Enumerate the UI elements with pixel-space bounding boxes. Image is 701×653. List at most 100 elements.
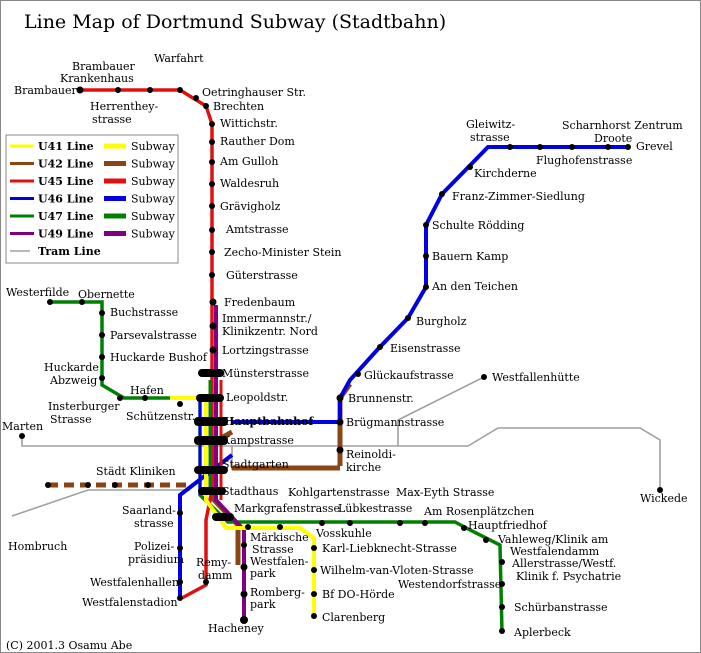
dot-marten[interactable] <box>19 433 25 439</box>
dot-lortzing[interactable] <box>209 346 217 354</box>
label-immermann-2: Klinikzentr. Nord <box>222 325 318 338</box>
dot-hauptfriedhof[interactable] <box>461 525 467 531</box>
label-amtstrasse: Amtstrasse <box>225 223 288 236</box>
dot-droote[interactable] <box>605 144 611 150</box>
dot-rauther-dom[interactable] <box>209 139 215 145</box>
dot-flughofen[interactable] <box>537 144 543 150</box>
label-guterstrasse: Güterstrasse <box>226 269 298 282</box>
dot-vahleweg[interactable] <box>483 537 489 543</box>
dot-stadtgarten[interactable] <box>194 466 228 474</box>
label-burgholz: Burgholz <box>416 315 467 328</box>
label-scharnhorst: Scharnhorst Zentrum <box>562 119 683 132</box>
label-markische-2: Strasse <box>252 543 294 556</box>
dot-schurbann[interactable] <box>499 604 505 610</box>
dot-brechten[interactable] <box>203 103 209 109</box>
dot-oetringhauser[interactable] <box>193 95 199 101</box>
dot-hacheney[interactable] <box>240 616 248 624</box>
dot-fredenbaum[interactable] <box>209 298 217 306</box>
dot-kampstrasse[interactable] <box>194 436 228 445</box>
label-polizei-1: Polizei- <box>134 540 174 553</box>
dot-westfalenpark[interactable] <box>240 563 248 571</box>
dot-wilhelm[interactable] <box>311 567 317 573</box>
dot-clarenberg[interactable] <box>311 613 317 619</box>
label-grevel: Grevel <box>636 140 673 153</box>
dot-brambauer-kh[interactable] <box>115 87 121 93</box>
dot-kohlgarten[interactable] <box>277 524 283 530</box>
dot-teichen[interactable] <box>423 284 429 290</box>
dot-westerfilde[interactable] <box>47 299 53 305</box>
label-wickede: Wickede <box>640 492 688 505</box>
dot-obernette[interactable] <box>79 299 85 305</box>
label-stadtgarten: Stadtgarten <box>222 458 289 471</box>
dot-hafen[interactable] <box>142 395 148 401</box>
dot-u42-west-3[interactable] <box>112 482 118 488</box>
dot-gluckauf[interactable] <box>355 371 361 377</box>
dot-grevel[interactable] <box>625 144 631 150</box>
dot-westfalenhutte[interactable] <box>481 374 487 380</box>
label-max-eyth: Max-Eyth Strasse <box>396 486 494 499</box>
dot-stadthaus[interactable] <box>198 487 226 495</box>
dot-burgholz[interactable] <box>405 315 411 321</box>
dot-gravigholz[interactable] <box>209 203 215 209</box>
dot-westfalenpark-n[interactable] <box>241 542 247 548</box>
dot-waldesruh[interactable] <box>209 181 215 187</box>
dot-kirchderne[interactable] <box>467 164 473 170</box>
dot-brugmann[interactable] <box>336 418 344 426</box>
dot-munster[interactable] <box>198 369 224 377</box>
dot-bf-do-horde[interactable] <box>311 591 317 597</box>
dot-allerstrasse[interactable] <box>499 559 505 565</box>
dot-westfalenstadion[interactable] <box>177 595 183 601</box>
dot-zecho[interactable] <box>209 249 215 255</box>
dot-u42-west-end[interactable] <box>45 482 51 488</box>
label-herrenthey-1: Herrenthey- <box>90 100 158 113</box>
dot-vosskuhle[interactable] <box>311 545 317 551</box>
dot-franz-zimmer[interactable] <box>439 191 445 197</box>
dot-herrenthey[interactable] <box>147 87 153 93</box>
dot-romberg[interactable] <box>240 590 248 598</box>
dot-rosenplatz[interactable] <box>422 520 428 526</box>
label-rosenplatz: Am Rosenplätzchen <box>423 505 534 518</box>
label-hombruch: Hombruch <box>8 540 67 553</box>
dot-reinoldi[interactable] <box>336 446 344 454</box>
label-kohlgarten: Kohlgartenstrasse <box>288 486 390 499</box>
dot-hauptbahnhof[interactable] <box>194 417 228 426</box>
dot-parseval[interactable] <box>99 332 105 338</box>
label-herrenthey-2: strasse <box>92 113 132 126</box>
dot-schutzen[interactable] <box>177 401 183 407</box>
dot-am-gulloh[interactable] <box>209 159 215 165</box>
dot-immermann[interactable] <box>209 322 217 330</box>
dot-remydamm[interactable] <box>203 579 209 585</box>
dot-wickede[interactable] <box>657 487 663 493</box>
label-schutzen: Schützenstr. <box>126 410 195 423</box>
dot-eisen[interactable] <box>377 344 383 350</box>
dot-scharnhorst[interactable] <box>569 144 575 150</box>
dot-schulte[interactable] <box>423 222 429 228</box>
dot-westendorf[interactable] <box>499 581 505 587</box>
dot-insterburger[interactable] <box>117 395 123 401</box>
dot-stadt-kliniken[interactable] <box>145 482 151 488</box>
dot-aplerbeck[interactable] <box>499 628 505 634</box>
dot-gleiwitz[interactable] <box>507 144 513 150</box>
label-westerfilde: Westerfilde <box>6 286 69 299</box>
dot-leopold[interactable] <box>196 394 224 402</box>
dot-warfahrt[interactable] <box>177 87 183 93</box>
dot-max-eyth[interactable] <box>397 520 403 526</box>
dot-wittichstr[interactable] <box>209 121 215 127</box>
dot-lubke[interactable] <box>347 520 353 526</box>
dot-markgrafen[interactable] <box>212 513 234 521</box>
dot-huckarde-abz[interactable] <box>99 375 105 381</box>
dot-brunnen[interactable] <box>336 394 344 402</box>
dot-huckarde-bus[interactable] <box>99 354 105 360</box>
dot-bauern[interactable] <box>423 253 429 259</box>
dot-westfalenhallen[interactable] <box>177 579 183 585</box>
dot-u42-west-2[interactable] <box>85 482 91 488</box>
dot-buchstrasse[interactable] <box>99 310 105 316</box>
dot-karl-lieb-junction[interactable] <box>319 520 325 526</box>
dot-amtstrasse[interactable] <box>209 227 215 233</box>
dot-markische[interactable] <box>245 524 251 530</box>
label-bf-do-horde: Bf DO-Hörde <box>322 588 395 601</box>
dot-guterstrasse[interactable] <box>209 272 215 278</box>
dot-brambauer[interactable] <box>76 86 84 94</box>
dot-saarland[interactable] <box>177 510 183 516</box>
dot-polizei[interactable] <box>177 545 183 551</box>
